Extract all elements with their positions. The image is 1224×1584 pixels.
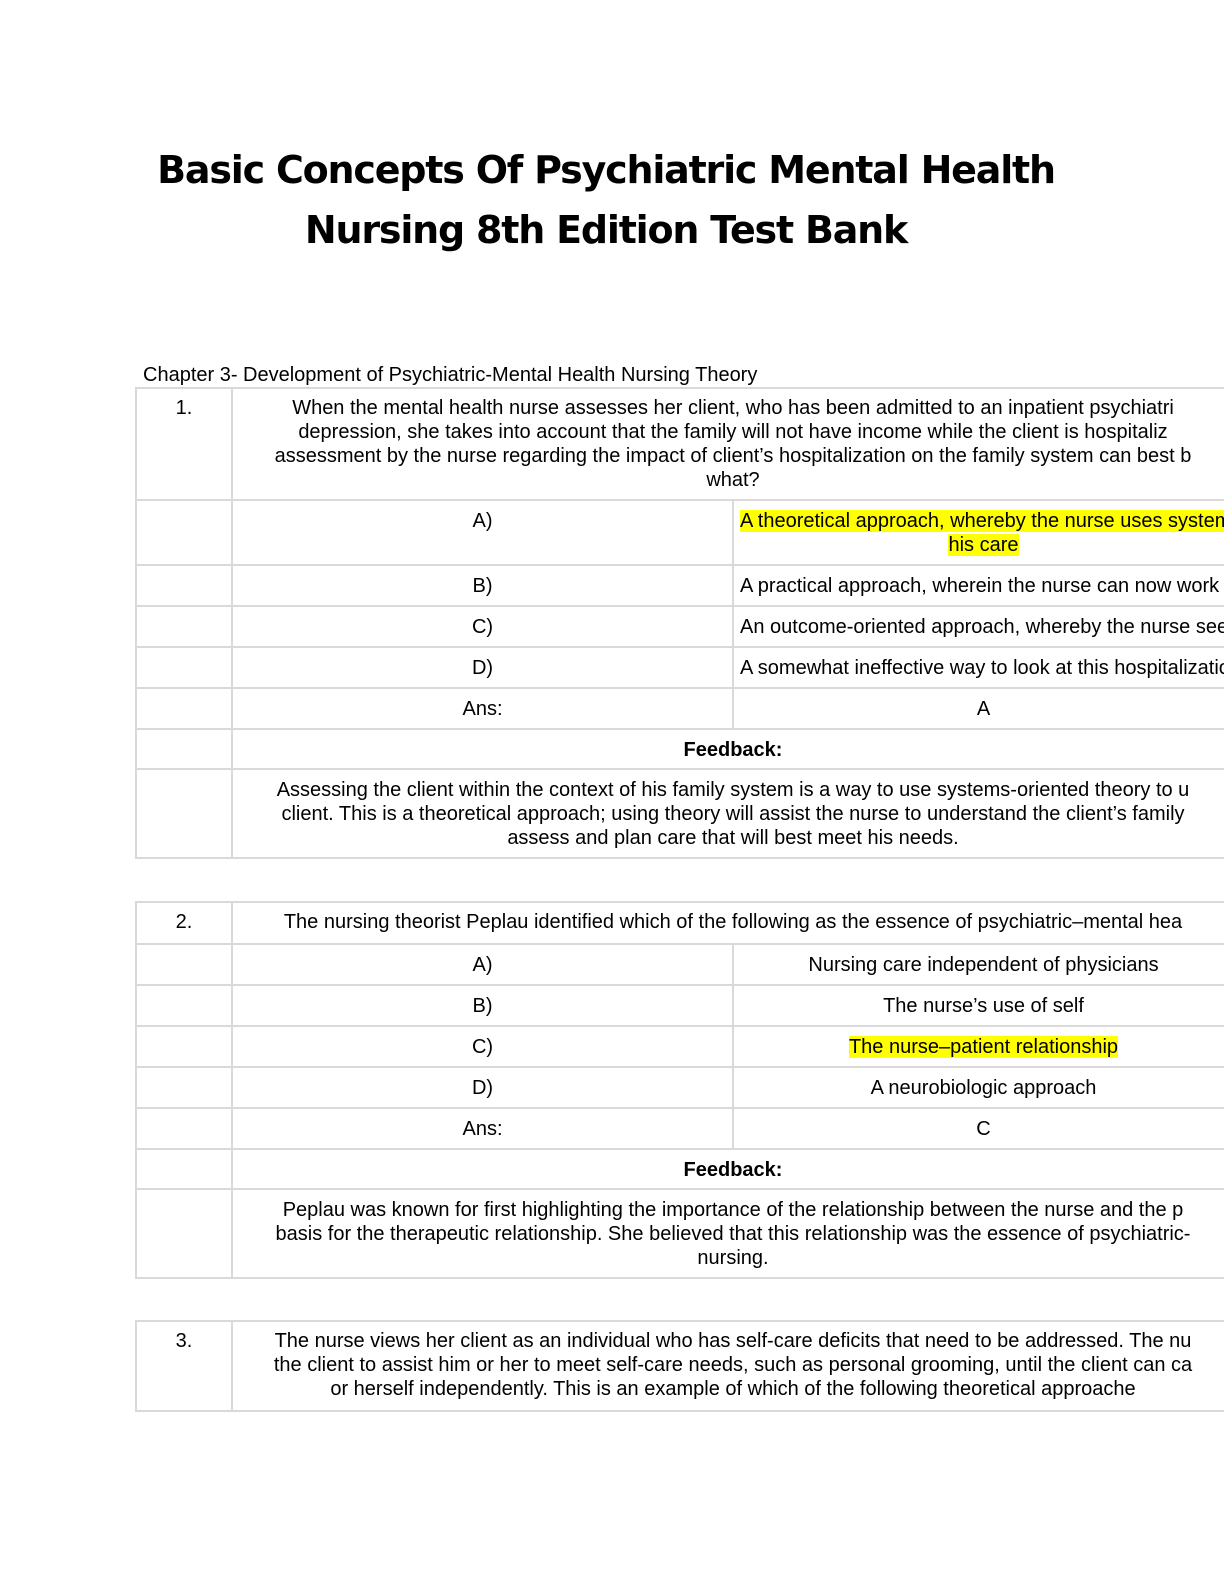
- option-row: A) A theoretical approach, whereby the n…: [135, 499, 1224, 566]
- stem-line: assessment by the nurse regarding the im…: [274, 445, 1192, 467]
- feedback-text: Peplau was known for first highlighting …: [231, 1188, 1224, 1279]
- option-letter: A): [231, 499, 734, 566]
- option-row: D) A somewhat ineffective way to look at…: [135, 646, 1224, 689]
- question-number: 1.: [135, 387, 233, 501]
- question-row: 2. The nursing theorist Peplau identifie…: [135, 901, 1224, 945]
- option-letter: B): [231, 564, 734, 607]
- option-row: B) A practical approach, wherein the nur…: [135, 564, 1224, 607]
- question-number: 2.: [135, 901, 233, 945]
- feedback-row: Assessing the client within the context …: [135, 768, 1224, 859]
- stem-line: or herself independently. This is an exa…: [330, 1378, 1136, 1400]
- option-letter: D): [231, 646, 734, 689]
- option-letter: C): [231, 605, 734, 648]
- option-row: D) A neurobiologic approach: [135, 1066, 1224, 1109]
- answer-value: A: [732, 687, 1224, 730]
- option-letter: D): [231, 1066, 734, 1109]
- feedback-line: Assessing the client within the context …: [276, 779, 1190, 801]
- option-text: Nursing care independent of physicians: [732, 943, 1224, 986]
- option-row: A) Nursing care independent of physician…: [135, 943, 1224, 986]
- feedback-label: Feedback:: [231, 728, 1224, 770]
- question-stem: The nurse views her client as an individ…: [231, 1320, 1224, 1412]
- feedback-line: basis for the therapeutic relationship. …: [275, 1223, 1191, 1245]
- answer-value: C: [732, 1107, 1224, 1150]
- stem-line: When the mental health nurse assesses he…: [292, 397, 1174, 419]
- feedback-label: Feedback:: [231, 1148, 1224, 1190]
- chapter-heading: Chapter 3- Development of Psychiatric-Me…: [143, 364, 758, 386]
- option-text: A theoretical approach, whereby the nurs…: [732, 499, 1224, 566]
- answer-label: Ans:: [231, 1107, 734, 1150]
- stem-line: what?: [706, 469, 760, 491]
- feedback-line: assess and plan care that will best meet…: [507, 827, 959, 849]
- document-title-line-1: Basic Concepts Of Psychiatric Mental Hea…: [157, 148, 1056, 192]
- answer-row: Ans: A: [135, 687, 1224, 730]
- question-3-table: 3. The nurse views her client as an indi…: [135, 1320, 1224, 1412]
- highlighted-answer-line: The nurse–patient relationship: [848, 1036, 1119, 1058]
- document-title-line-2: Nursing 8th Edition Test Bank: [304, 208, 908, 252]
- feedback-text: Assessing the client within the context …: [231, 768, 1224, 859]
- feedback-label-row: Feedback:: [135, 728, 1224, 770]
- answer-row: Ans: C: [135, 1107, 1224, 1150]
- question-row: 3. The nurse views her client as an indi…: [135, 1320, 1224, 1412]
- feedback-line: client. This is a theoretical approach; …: [281, 803, 1185, 825]
- document-title: Basic Concepts Of Psychiatric Mental Hea…: [0, 140, 1212, 260]
- highlighted-answer-line: his care: [948, 534, 1019, 556]
- option-letter: C): [231, 1025, 734, 1068]
- feedback-line: Peplau was known for first highlighting …: [282, 1199, 1184, 1221]
- question-2-table: 2. The nursing theorist Peplau identifie…: [135, 901, 1224, 1279]
- option-text: A neurobiologic approach: [732, 1066, 1224, 1109]
- option-letter: A): [231, 943, 734, 986]
- option-text: A somewhat ineffective way to look at th…: [732, 646, 1224, 689]
- option-row: C) An outcome-oriented approach, whereby…: [135, 605, 1224, 648]
- option-text: An outcome-oriented approach, whereby th…: [732, 605, 1224, 648]
- question-row: 1. When the mental health nurse assesses…: [135, 387, 1224, 501]
- option-letter: B): [231, 984, 734, 1027]
- question-number: 3.: [135, 1320, 233, 1412]
- stem-line: depression, she takes into account that …: [298, 421, 1168, 443]
- feedback-line: nursing.: [697, 1247, 769, 1269]
- answer-label: Ans:: [231, 687, 734, 730]
- question-stem: When the mental health nurse assesses he…: [231, 387, 1224, 501]
- question-1-table: 1. When the mental health nurse assesses…: [135, 387, 1224, 859]
- option-row: B) The nurse’s use of self: [135, 984, 1224, 1027]
- stem-line: the client to assist him or her to meet …: [273, 1354, 1193, 1376]
- option-text: A practical approach, wherein the nurse …: [732, 564, 1224, 607]
- option-text: The nurse–patient relationship: [732, 1025, 1224, 1068]
- highlighted-answer-line: A theoretical approach, whereby the nurs…: [740, 510, 1224, 532]
- feedback-row: Peplau was known for first highlighting …: [135, 1188, 1224, 1279]
- question-stem: The nursing theorist Peplau identified w…: [231, 901, 1224, 945]
- stem-line: The nurse views her client as an individ…: [274, 1330, 1192, 1352]
- option-text: The nurse’s use of self: [732, 984, 1224, 1027]
- feedback-label-row: Feedback:: [135, 1148, 1224, 1190]
- option-row: C) The nurse–patient relationship: [135, 1025, 1224, 1068]
